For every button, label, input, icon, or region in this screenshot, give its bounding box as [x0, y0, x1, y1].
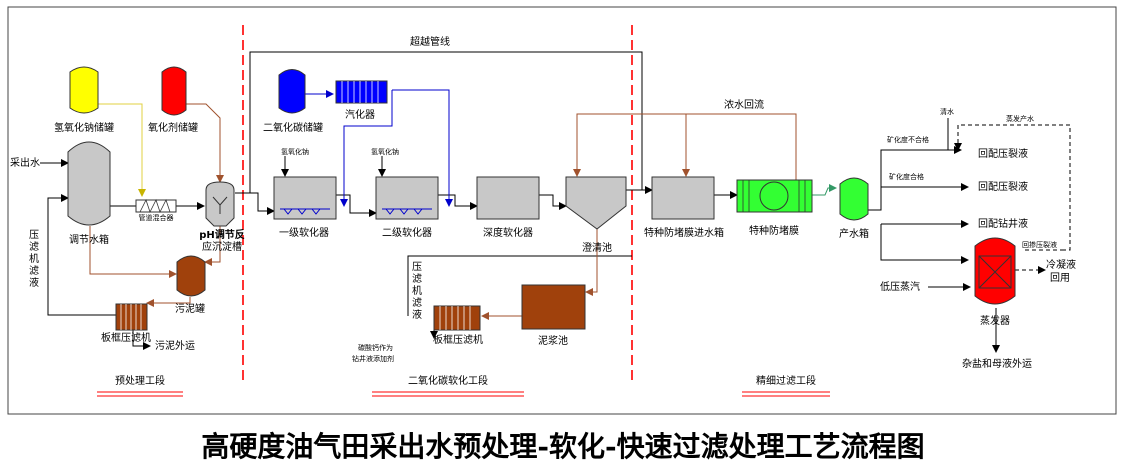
clarifier: [565, 176, 627, 230]
caco3-label-2: 钻井液添加剂: [352, 354, 394, 363]
co2-tank: [278, 69, 306, 114]
membrane-outlet-line: [812, 184, 837, 196]
steam-out-label: 蒸发产水: [1006, 114, 1034, 123]
oxidant-tank-label: 氧化剂储罐: [148, 121, 198, 134]
ph-tank-label-line1: pH调节反: [199, 228, 245, 241]
filtrate-label-1: 压滤机滤液: [29, 229, 39, 289]
clean-water-label: 清水: [940, 107, 954, 116]
deep-softener: [476, 176, 540, 220]
frac-back-label: 回掺压裂液: [1022, 240, 1057, 249]
mud-pool-label: 泥浆池: [538, 334, 568, 347]
sludge-out-label: 污泥外运: [155, 339, 195, 352]
ph-reaction-tank: [205, 181, 235, 227]
clarifier-label: 澄清池: [582, 241, 612, 254]
stage-fine-underline: [742, 391, 830, 397]
plate-press-2-icon: [433, 305, 481, 331]
membrane-label: 特种防堵膜: [749, 224, 799, 237]
adjust-tank: [67, 141, 111, 226]
frac2-label: 回配压裂液: [978, 180, 1028, 193]
low-steam-label: 低压蒸汽: [880, 280, 920, 293]
naoh-dose-label-2: 氢氧化钠: [371, 147, 399, 156]
mud-pool: [521, 284, 586, 330]
press2-label: 板框压滤机: [433, 333, 483, 346]
bypass-label: 超越管线: [410, 35, 450, 48]
pipe-mixer-label: 管道混合器: [139, 213, 174, 222]
frac1-label: 回配压裂液: [978, 147, 1028, 160]
adjust-tank-label: 调节水箱: [69, 233, 109, 246]
membrane-inlet-tank: [651, 176, 715, 220]
caco3-label-1: 碳酸钙作为: [358, 343, 393, 352]
product-tank-label: 产水箱: [839, 227, 869, 240]
sludge-lines: [89, 103, 797, 320]
vaporizer-icon: [335, 80, 388, 104]
condensate-label: 冷凝液: [1046, 258, 1076, 271]
stage-pre-underline: [97, 391, 183, 397]
naoh-dose-label-1: 氢氧化钠: [281, 147, 309, 156]
co2-tank-label: 二氧化碳储罐: [263, 121, 323, 134]
salinity-ok-label: 矿化度合格: [889, 172, 924, 181]
plate-press-icon: [115, 303, 148, 331]
ph-tank-label-line2: 应沉淀槽: [202, 240, 242, 253]
press1-label: 板框压滤机: [101, 331, 151, 344]
sludge-tank: [176, 255, 206, 297]
soft2-label: 二级软化器: [382, 226, 432, 239]
vaporizer-label: 汽化器: [345, 108, 375, 121]
naoh-tank-label: 氢氧化钠储罐: [54, 121, 114, 134]
main-flow-lines: [40, 51, 1000, 353]
stage-co2-label: 二氧化碳软化工段: [408, 374, 488, 387]
stage-pre-label: 预处理工段: [115, 374, 165, 387]
diagram-title: 高硬度油气田采出水预处理-软化-快速过滤处理工艺流程图: [201, 430, 924, 463]
oxidant-tank: [161, 66, 187, 116]
evaporator-label: 蒸发器: [980, 314, 1010, 327]
drill-label: 回配钻井液: [978, 217, 1028, 230]
filtrate-label-2: 压滤机滤液: [412, 261, 422, 321]
dashed-lines: [954, 124, 1071, 274]
co2-lines: [305, 89, 453, 207]
sludge-tank-label: 污泥罐: [175, 302, 205, 315]
softener-1: [273, 176, 337, 220]
membrane-tank-label: 特种防堵膜进水箱: [644, 226, 724, 239]
salt-out-label: 杂盐和母液外运: [962, 357, 1032, 370]
evaporator: [974, 237, 1016, 305]
stage-fine-label: 精细过滤工段: [756, 374, 816, 387]
reuse-label: 回用: [1050, 272, 1070, 284]
membrane-unit: [736, 179, 813, 213]
naoh-tank: [69, 66, 99, 114]
concentrate-return-label: 浓水回流: [724, 98, 764, 111]
salinity-bad-label: 矿化度不合格: [887, 135, 929, 144]
stage-co2-underline: [372, 391, 524, 397]
aerator-icon: [283, 208, 321, 215]
product-tank: [839, 177, 869, 221]
diagram-frame: [7, 6, 1117, 415]
raw-water-label: 采出水: [10, 156, 40, 169]
soft1-label: 一级软化器: [279, 226, 329, 239]
mixer-icon: [135, 198, 177, 214]
deep-soft-label: 深度软化器: [483, 226, 533, 239]
softener-2: [375, 176, 439, 220]
